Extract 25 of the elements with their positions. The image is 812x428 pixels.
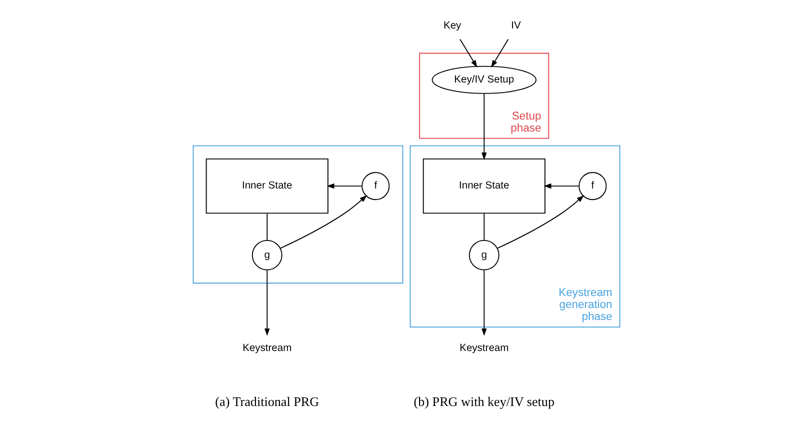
cluster [192,145,403,284]
node-circle: g [468,240,499,270]
node-box: Inner State [422,158,545,214]
connector [266,213,268,241]
label: (a) Traditional PRG [214,394,319,409]
node-text: Keystream [459,342,508,354]
arrow [496,195,584,249]
connector [483,213,484,241]
node-text: IV [510,20,520,32]
arrow [264,270,270,336]
arrow [459,38,477,68]
arrow [543,183,579,189]
node-ellipse: Key/IV Setup [431,66,536,94]
node-circle: g [251,240,282,270]
arrow [326,183,362,189]
node-box: Inner State [205,158,328,214]
node-text: Keystream [242,342,292,354]
arrow [280,195,367,249]
arrow [481,93,486,160]
node-text: Key [442,20,461,32]
arrow [481,270,486,336]
arrow [490,38,508,68]
node-circle: f [578,172,606,200]
node-circle: f [361,172,390,200]
label: (b) PRG with key/IV setup [413,394,554,409]
